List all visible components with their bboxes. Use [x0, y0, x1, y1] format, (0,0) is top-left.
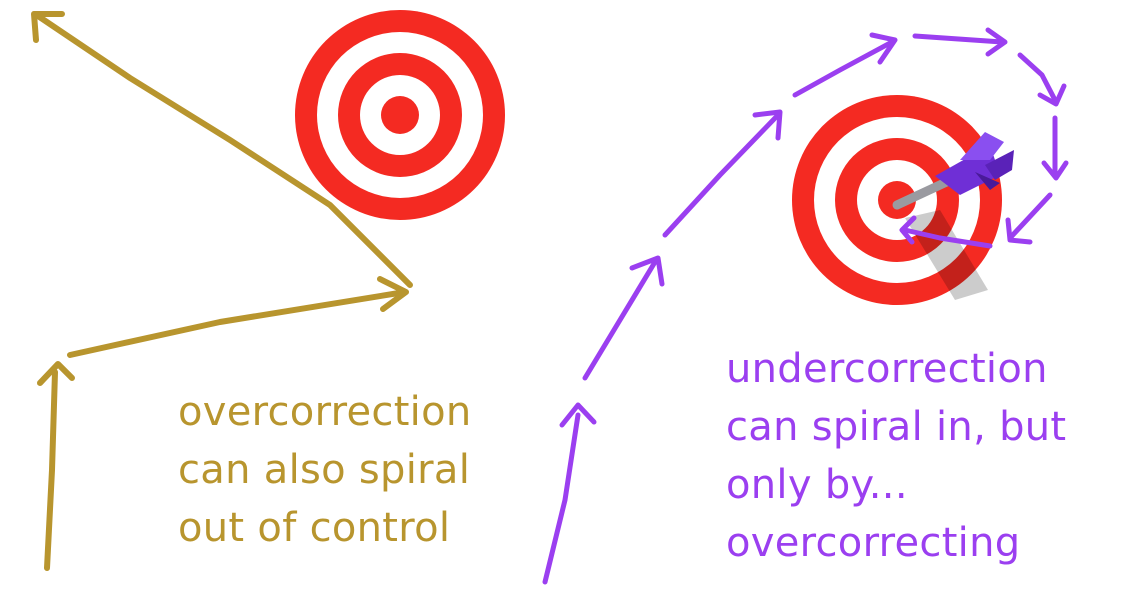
- undercorrection-caption: undercorrection can spiral in, but only …: [726, 340, 1066, 572]
- caption-line: only by...: [726, 462, 908, 508]
- overcorrection-caption: overcorrection can also spiral out of co…: [178, 383, 472, 557]
- caption-line: overcorrecting: [726, 520, 1021, 566]
- bullseye-with-dart-icon: [792, 95, 1002, 305]
- caption-line: overcorrection: [178, 389, 472, 435]
- bullseye-icon: [295, 10, 505, 220]
- caption-line: can spiral in, but: [726, 404, 1067, 450]
- caption-line: can also spiral: [178, 447, 471, 493]
- dart-icon: [892, 132, 1014, 210]
- overcorrection-path: [31, 11, 413, 571]
- caption-line: out of control: [178, 505, 451, 551]
- undercorrection-path: [542, 27, 1069, 585]
- caption-line: undercorrection: [726, 346, 1048, 392]
